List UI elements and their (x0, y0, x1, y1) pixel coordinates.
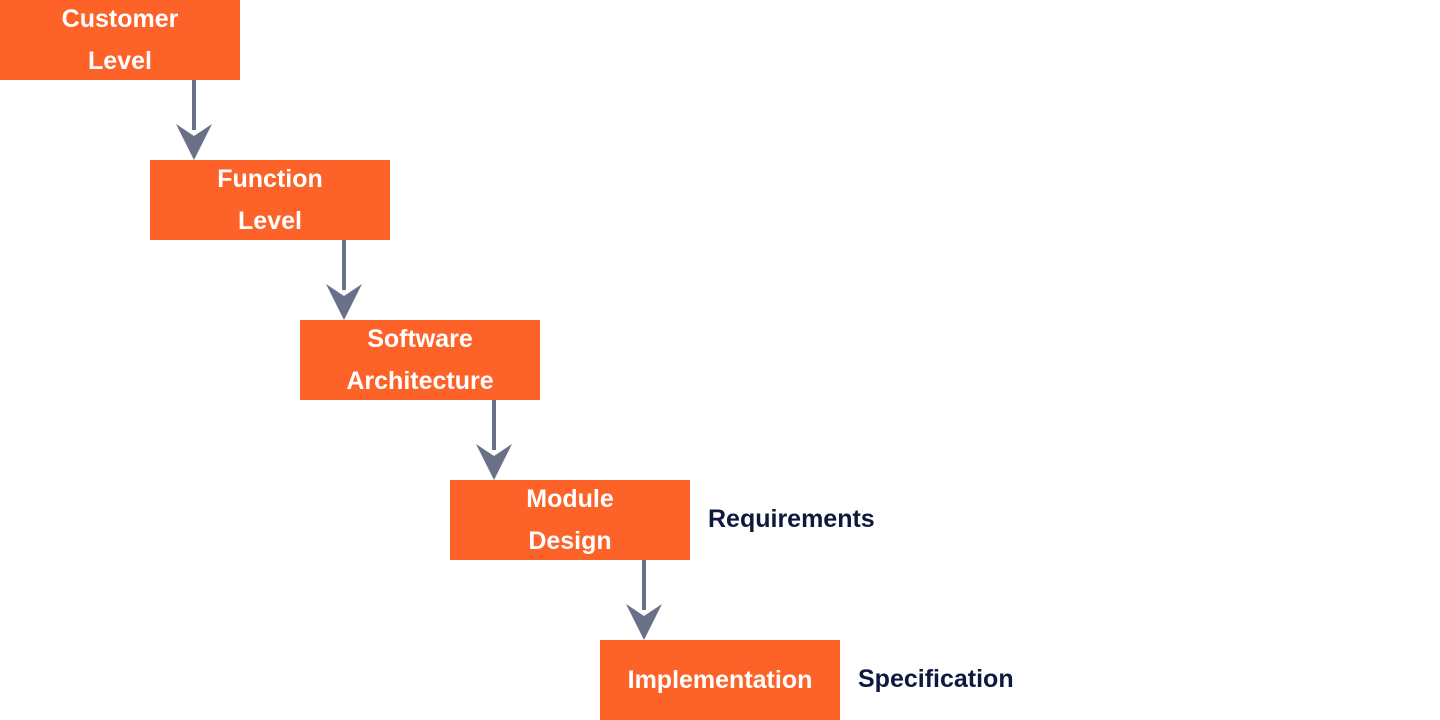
step-module-design: Module Design (450, 480, 690, 560)
step-label-line1: Software (367, 325, 473, 353)
step-label-line1: Customer (61, 5, 179, 33)
step-label-line2: Architecture (346, 367, 494, 395)
specification-label: Specification (858, 665, 1014, 693)
arrow-down-icon (326, 240, 362, 320)
step-label-line2: Design (528, 527, 612, 555)
step-customer-level: Customer Level (0, 0, 240, 80)
requirements-label: Requirements (708, 505, 875, 533)
step-function-level: Function Level (150, 160, 390, 240)
arrow-down-icon (176, 80, 212, 160)
step-label-line1: Module (526, 485, 614, 513)
step-label-line1: Implementation (627, 666, 813, 694)
step-label-line2: Level (88, 47, 152, 75)
step-implementation: Implementation (600, 640, 840, 720)
step-label-line1: Function (217, 165, 323, 193)
arrow-down-icon (476, 400, 512, 480)
step-software-architecture: Software Architecture (300, 320, 540, 400)
step-label-line2: Level (238, 207, 302, 235)
arrow-down-icon (626, 560, 662, 640)
